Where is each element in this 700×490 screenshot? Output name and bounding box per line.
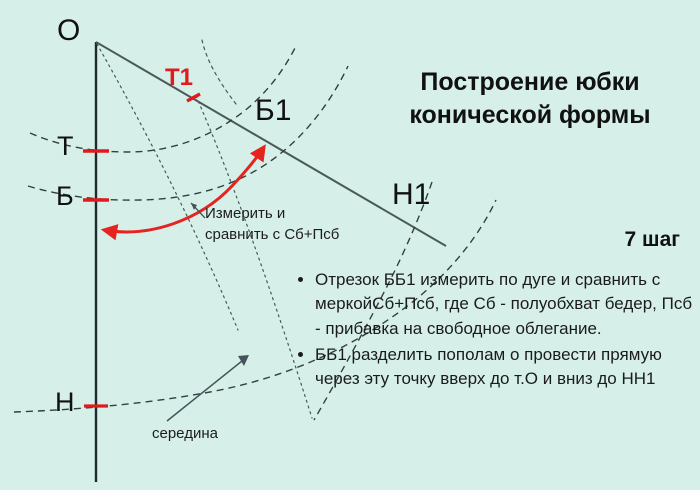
point-label-t: Т	[57, 131, 74, 161]
measure-leader-arrowhead	[191, 203, 197, 210]
list-item: ББ1 разделить пополам о провести прямую …	[315, 343, 695, 392]
measure-annotation-line2: сравнить с Сб+Псб	[205, 226, 340, 244]
measure-arc-arrow	[100, 144, 266, 241]
measure-annotation: Измерить и сравнить с Сб+Псб	[205, 203, 339, 246]
midline-dotted-right	[195, 95, 313, 419]
diagram-title: Построение юбки конической формы	[380, 66, 680, 132]
point-label-n1: Н1	[392, 178, 431, 211]
step-badge: 7 шаг	[624, 228, 680, 251]
upper-dotted-arc	[201, 39, 237, 105]
point-label-n: Н	[55, 387, 75, 417]
point-label-b1: Б1	[255, 94, 292, 127]
point-label-o: О	[57, 14, 81, 47]
list-item: Отрезок ББ1 измерить по дуге и сравнить …	[315, 268, 695, 341]
instruction-bullet-list: Отрезок ББ1 измерить по дуге и сравнить …	[295, 268, 695, 391]
hem-arc-dashed-right	[313, 181, 433, 421]
tick-t1-marker	[186, 92, 201, 103]
point-label-b: Б	[56, 181, 74, 211]
measure-annotation-line1: Измерить и	[205, 205, 286, 222]
instruction-list: Отрезок ББ1 измерить по дуге и сравнить …	[295, 268, 695, 393]
slanted-radius-line	[95, 41, 447, 247]
diagram-title-line2: конической формы	[409, 101, 651, 129]
diagram-title-line1: Построение юбки	[420, 68, 640, 96]
hip-arc-dashed	[27, 65, 349, 201]
middle-leader-arrow	[166, 356, 248, 422]
point-label-t1: Т1	[165, 64, 194, 91]
middle-annotation: середина	[152, 425, 218, 442]
middle-leader-arrowhead	[238, 355, 249, 366]
